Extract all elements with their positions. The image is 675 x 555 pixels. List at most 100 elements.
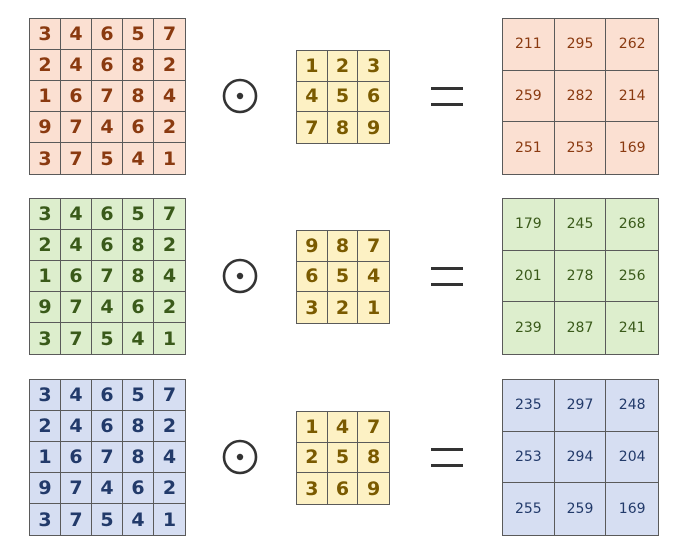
output-cell: 251 (503, 122, 555, 174)
input-cell: 7 (61, 112, 92, 143)
input-cell: 8 (123, 442, 154, 473)
output-cell: 201 (503, 250, 555, 303)
input-cell: 7 (61, 504, 92, 535)
input-cell: 5 (92, 504, 123, 535)
input-cell: 2 (154, 50, 185, 81)
output-cell: 259 (555, 483, 607, 535)
input-cell: 1 (162, 508, 177, 531)
output-cell: 235 (503, 380, 555, 432)
kernel-cell: 4 (327, 412, 359, 443)
input-cell: 6 (123, 473, 154, 504)
equals-sign-icon (431, 267, 463, 286)
kernel-cell: 8 (327, 231, 359, 262)
input-cell: 6 (92, 199, 123, 230)
input-cell: 4 (61, 50, 92, 81)
output-cell: 169 (618, 140, 646, 157)
kernel-cell: 9 (367, 116, 381, 139)
input-cell: 9 (30, 292, 61, 323)
input-cell: 4 (92, 473, 123, 504)
output-cell: 211 (503, 19, 555, 71)
output-cell: 262 (606, 19, 658, 71)
kernel-cell: 7 (358, 412, 389, 443)
output-cell: 214 (606, 71, 658, 123)
input-cell: 3 (30, 504, 61, 535)
kernel-cell: 5 (327, 81, 359, 113)
input-cell: 4 (61, 380, 92, 411)
input-cell: 4 (61, 230, 92, 261)
input-cell: 8 (123, 261, 154, 292)
input-cell: 2 (30, 50, 61, 81)
input-cell: 7 (154, 19, 185, 50)
kernel-cell: 1 (367, 296, 381, 319)
input-cell: 7 (92, 442, 123, 473)
input-cell: 3 (30, 19, 61, 50)
input-cell: 6 (61, 81, 92, 112)
input-cell: 2 (154, 473, 185, 504)
input-cell: 1 (162, 327, 177, 350)
output-cell: 248 (606, 380, 658, 432)
input-cell: 6 (92, 230, 123, 261)
kernel-cell: 5 (327, 442, 359, 474)
input-cell: 8 (123, 50, 154, 81)
input-cell: 4 (92, 112, 123, 143)
output-cell: 239 (503, 302, 555, 354)
kernel-cell: 4 (297, 81, 328, 113)
input-cell: 4 (92, 292, 123, 323)
output-cell: 253 (503, 431, 555, 484)
input-cell: 6 (92, 411, 123, 442)
input-cell: 3 (30, 323, 61, 354)
input-cell: 5 (92, 143, 123, 174)
output-cell: 255 (503, 483, 555, 535)
kernel-cell: 2 (328, 292, 359, 323)
input-cell: 7 (92, 81, 123, 112)
input-cell: 2 (154, 292, 185, 323)
equals-sign-icon (431, 448, 463, 467)
input-cell: 6 (92, 19, 123, 50)
input-cell: 7 (154, 380, 185, 411)
kernel-cell: 3 (358, 51, 389, 82)
input-cell: 3 (30, 143, 61, 174)
input-cell: 4 (61, 411, 92, 442)
input-cell: 2 (154, 230, 185, 261)
input-cell: 9 (30, 473, 61, 504)
input-cell: 4 (61, 199, 92, 230)
input-cell: 4 (123, 143, 154, 174)
input-cell: 7 (61, 143, 92, 174)
input-cell: 8 (123, 81, 154, 112)
kernel-cell: 6 (358, 82, 389, 113)
circled-dot-operator-icon (222, 439, 258, 475)
input-cell: 4 (123, 504, 154, 535)
output-cell: 241 (618, 320, 646, 337)
output-cell: 294 (554, 431, 607, 484)
input-cell: 6 (61, 442, 92, 473)
output-cell: 179 (503, 199, 555, 251)
input-cell: 6 (123, 112, 154, 143)
input-cell: 4 (123, 323, 154, 354)
input-cell: 6 (123, 292, 154, 323)
input-cell: 1 (162, 147, 177, 170)
output-cell: 256 (606, 251, 658, 303)
input-cell: 9 (30, 112, 61, 143)
output-cell: 245 (554, 199, 607, 251)
circled-dot-operator-icon (222, 78, 258, 114)
input-cell: 6 (92, 380, 123, 411)
kernel-cell: 4 (358, 262, 389, 293)
kernel-cell: 1 (297, 412, 328, 443)
input-cell: 4 (154, 442, 185, 473)
input-cell: 2 (154, 411, 185, 442)
input-cell: 7 (61, 323, 92, 354)
kernel-cell: 3 (297, 473, 328, 504)
input-cell: 3 (30, 380, 61, 411)
input-cell: 6 (61, 261, 92, 292)
output-cell: 297 (554, 380, 607, 432)
